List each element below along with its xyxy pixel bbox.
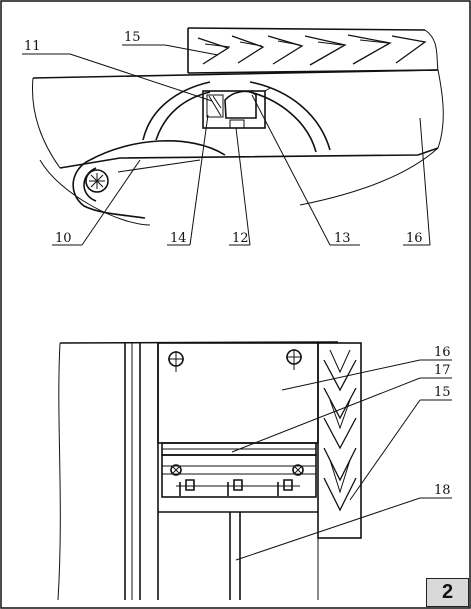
top-leaders bbox=[22, 44, 431, 246]
figure-number-badge: 2 bbox=[426, 578, 469, 607]
wood-board-top bbox=[187, 27, 439, 74]
bottom-view: 16 17 15 18 bbox=[57, 341, 452, 601]
top-view: 11 15 10 14 12 13 16 bbox=[22, 27, 444, 246]
callout-10: 10 bbox=[55, 231, 72, 246]
callout-17: 17 bbox=[434, 363, 451, 378]
callout-13: 13 bbox=[334, 231, 351, 246]
callout-14: 14 bbox=[170, 231, 187, 246]
callout-16-top: 16 bbox=[406, 231, 423, 246]
callout-11: 11 bbox=[24, 39, 41, 54]
wood-board-vertical bbox=[317, 342, 362, 539]
housing-left bbox=[57, 341, 339, 601]
carriage-block bbox=[202, 87, 271, 129]
callout-18: 18 bbox=[434, 483, 451, 498]
callout-15-top: 15 bbox=[124, 30, 141, 45]
bottom-leaders bbox=[231, 359, 452, 561]
pivot-arm-10 bbox=[72, 140, 226, 219]
clamp-bar-17 bbox=[161, 442, 317, 498]
callout-16-bottom: 16 bbox=[434, 345, 451, 360]
plate-16 bbox=[31, 69, 444, 226]
callout-15-bottom: 15 bbox=[434, 385, 451, 400]
callout-12: 12 bbox=[232, 231, 249, 246]
